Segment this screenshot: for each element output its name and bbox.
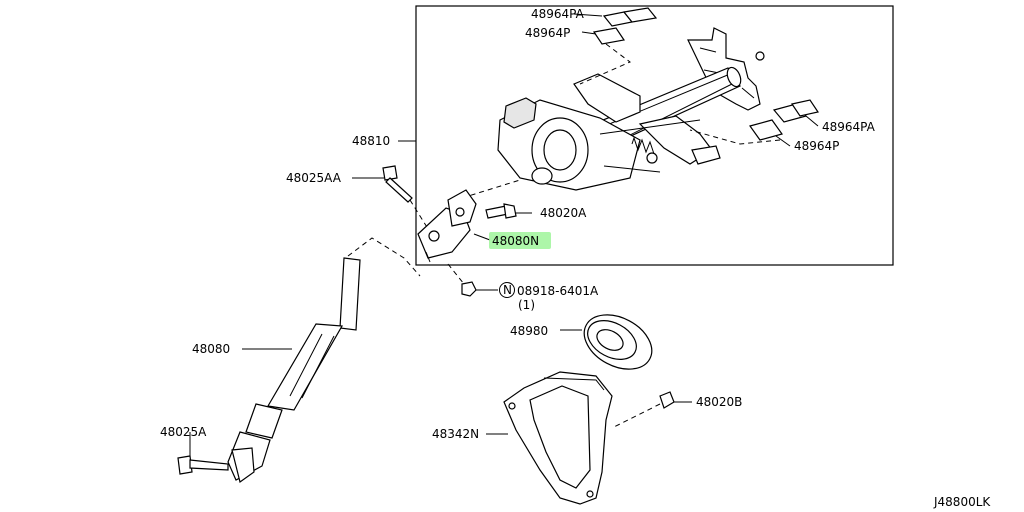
label-48964PA-top[interactable]: 48964PA bbox=[531, 7, 585, 21]
label-48342N[interactable]: 48342N bbox=[432, 427, 479, 441]
steering-column-assembly bbox=[497, 27, 765, 191]
label-48080[interactable]: 48080 bbox=[192, 342, 230, 356]
label-48964PA-right[interactable]: 48964PA bbox=[822, 120, 876, 134]
label-48025AA[interactable]: 48025AA bbox=[286, 171, 342, 185]
joint-48080N bbox=[417, 189, 477, 263]
seal-48980 bbox=[583, 314, 653, 370]
figure-code: J48800LK bbox=[933, 495, 991, 509]
nut-symbol-circle bbox=[499, 282, 515, 298]
label-08918-6401A[interactable]: 08918-6401A bbox=[517, 284, 599, 298]
plate-48964PA-right bbox=[772, 99, 819, 123]
plate-48964P-right bbox=[749, 119, 783, 141]
plate-48964P-top bbox=[592, 27, 626, 45]
bolt-48025A bbox=[177, 455, 229, 475]
label-48980[interactable]: 48980 bbox=[510, 324, 548, 338]
label-48964P-right[interactable]: 48964P bbox=[794, 139, 839, 153]
clip-48020B bbox=[611, 391, 675, 429]
lower-shaft-48080 bbox=[227, 237, 421, 484]
label-48080N[interactable]: 48080N bbox=[492, 234, 539, 248]
label-48020B[interactable]: 48020B bbox=[696, 395, 742, 409]
nut-08918-6401A bbox=[447, 263, 477, 297]
column-assembly-box bbox=[415, 5, 894, 266]
nut-symbol-letter: N bbox=[503, 283, 512, 297]
label-48810[interactable]: 48810 bbox=[352, 134, 390, 148]
label-48020A[interactable]: 48020A bbox=[540, 206, 587, 220]
bolt-48025AA bbox=[382, 165, 413, 203]
bolt-48020A bbox=[485, 203, 517, 219]
cover-48342N bbox=[503, 371, 613, 505]
label-48964P-top[interactable]: 48964P bbox=[525, 26, 570, 40]
label-08918-6401A-qty: (1) bbox=[518, 298, 535, 312]
label-highlight-48080N bbox=[489, 232, 551, 249]
label-48025A[interactable]: 48025A bbox=[160, 425, 207, 439]
plate-48964PA-top bbox=[602, 7, 658, 27]
